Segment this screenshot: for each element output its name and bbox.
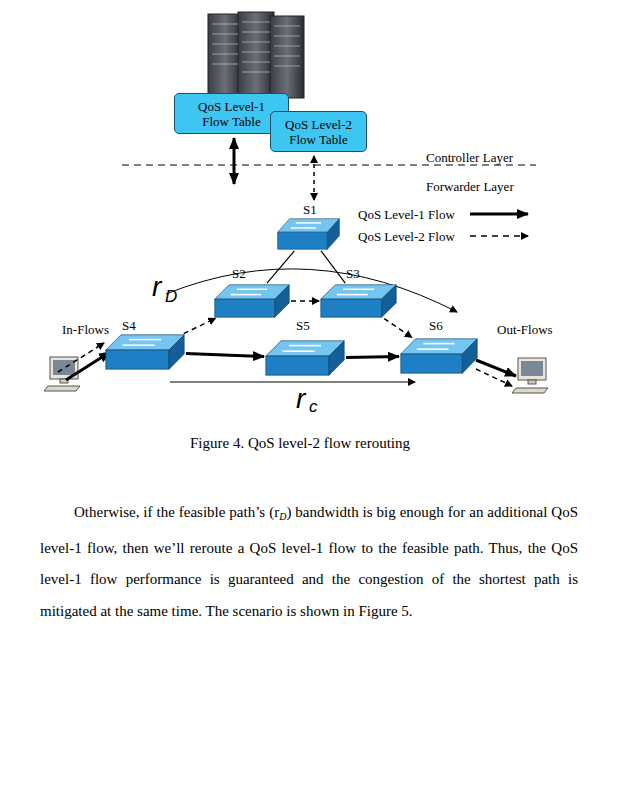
switch-side xyxy=(327,219,339,250)
level1-flow-arrow xyxy=(186,354,264,357)
level2-flow-arrow xyxy=(291,300,319,302)
layer-label: Forwarder Layer xyxy=(426,179,514,194)
switch-arrow xyxy=(252,289,267,291)
switch-arrow xyxy=(129,339,145,341)
control-link-level1 xyxy=(233,138,236,184)
switch-node: S2 xyxy=(214,284,290,318)
switch-label: S6 xyxy=(429,318,443,333)
switch-arrow xyxy=(309,222,322,223)
switch-arrow xyxy=(283,350,299,352)
paragraph-subscript: D xyxy=(279,511,286,522)
figure-caption: Figure 4. QoS level-2 flow rerouting xyxy=(0,434,600,452)
switch-arrow xyxy=(291,227,304,228)
legend-solid-sample xyxy=(470,213,528,216)
paragraph-text: ) bandwidth is big enough for an additio… xyxy=(40,504,578,619)
switch-front xyxy=(401,354,463,373)
switch-arrow xyxy=(337,294,352,296)
legend-label: QoS Level-1 Flow xyxy=(358,207,455,222)
path-rd-arc xyxy=(166,269,457,312)
flow-table-box: QoS Level-2 Flow Table xyxy=(270,111,367,152)
switch-label: S3 xyxy=(346,266,360,281)
switch-side xyxy=(462,339,477,373)
switch-side xyxy=(275,285,289,317)
switch-arrow xyxy=(343,289,358,291)
switch-front xyxy=(278,232,328,249)
switch-node: S5 xyxy=(265,340,345,376)
flow-label: Out-Flows xyxy=(497,322,553,337)
switch-arrow xyxy=(439,343,455,345)
switch-node: S6 xyxy=(400,338,478,374)
path-rc-arrow xyxy=(170,382,415,383)
switch-node: S3 xyxy=(320,284,397,318)
path-symbol: r xyxy=(152,272,161,302)
path-subscript: D xyxy=(165,288,177,306)
switch-icon xyxy=(105,334,185,370)
box-label: QoS Level-1 Flow Table xyxy=(189,99,274,129)
switch-front xyxy=(106,350,169,369)
body-paragraph: Otherwise, if the feasible path’s (rD) b… xyxy=(40,497,578,627)
switch-arrow xyxy=(296,222,309,223)
switch-icon xyxy=(400,338,478,374)
path-symbol: r xyxy=(296,384,305,414)
legend-dashed-sample xyxy=(470,235,528,237)
switch-arrow xyxy=(359,289,374,291)
switch-icon xyxy=(277,218,340,250)
legend-label: QoS Level-2 Flow xyxy=(358,229,455,244)
switch-icon xyxy=(265,340,345,376)
in-flow-level2 xyxy=(58,343,104,372)
control-link-level2 xyxy=(313,156,315,200)
switch-front xyxy=(215,299,275,317)
switch-label: S5 xyxy=(296,318,310,333)
switch-arrow xyxy=(246,294,261,296)
switch-arrow xyxy=(352,294,367,296)
switch-icon xyxy=(320,284,397,318)
out-flow-level2 xyxy=(476,369,512,386)
switch-arrow xyxy=(433,348,449,350)
switch-label: S4 xyxy=(122,318,136,333)
switch-icon xyxy=(214,284,290,318)
switch-front xyxy=(321,299,382,317)
server-racks xyxy=(208,12,304,100)
switch-arrow xyxy=(231,294,246,296)
switch-arrow xyxy=(303,227,316,228)
level2-flow-arrow xyxy=(184,318,216,333)
switch-side xyxy=(169,335,184,369)
switch-arrow xyxy=(289,345,305,347)
switch-arrow xyxy=(299,350,315,352)
physical-link xyxy=(267,251,294,283)
switch-arrow xyxy=(305,345,321,347)
flow-label: In-Flows xyxy=(62,322,109,337)
switch-node: S4 xyxy=(105,334,185,370)
physical-link xyxy=(321,251,345,283)
switch-arrow xyxy=(237,289,252,291)
path-subscript: c xyxy=(309,398,318,416)
switch-arrow xyxy=(139,344,155,346)
switch-side xyxy=(329,341,344,375)
layer-label: Controller Layer xyxy=(426,150,513,165)
host-right xyxy=(512,358,548,393)
paragraph-text: Otherwise, if the feasible path’s (r xyxy=(74,504,279,520)
level2-flow-arrow xyxy=(384,319,412,338)
switch-arrow xyxy=(417,348,433,350)
switch-arrow xyxy=(123,344,139,346)
switch-arrow xyxy=(423,343,439,345)
in-flow-level1 xyxy=(66,352,110,380)
switch-front xyxy=(266,356,329,375)
out-flow-level1 xyxy=(476,360,516,376)
switch-arrow xyxy=(145,339,161,341)
switch-side xyxy=(382,285,397,317)
switch-node: S1 xyxy=(277,218,340,250)
box-label: QoS Level-2 Flow Table xyxy=(279,117,358,147)
switch-label: S1 xyxy=(303,202,317,217)
switch-label: S2 xyxy=(232,266,246,281)
level1-flow-arrow xyxy=(346,355,399,359)
